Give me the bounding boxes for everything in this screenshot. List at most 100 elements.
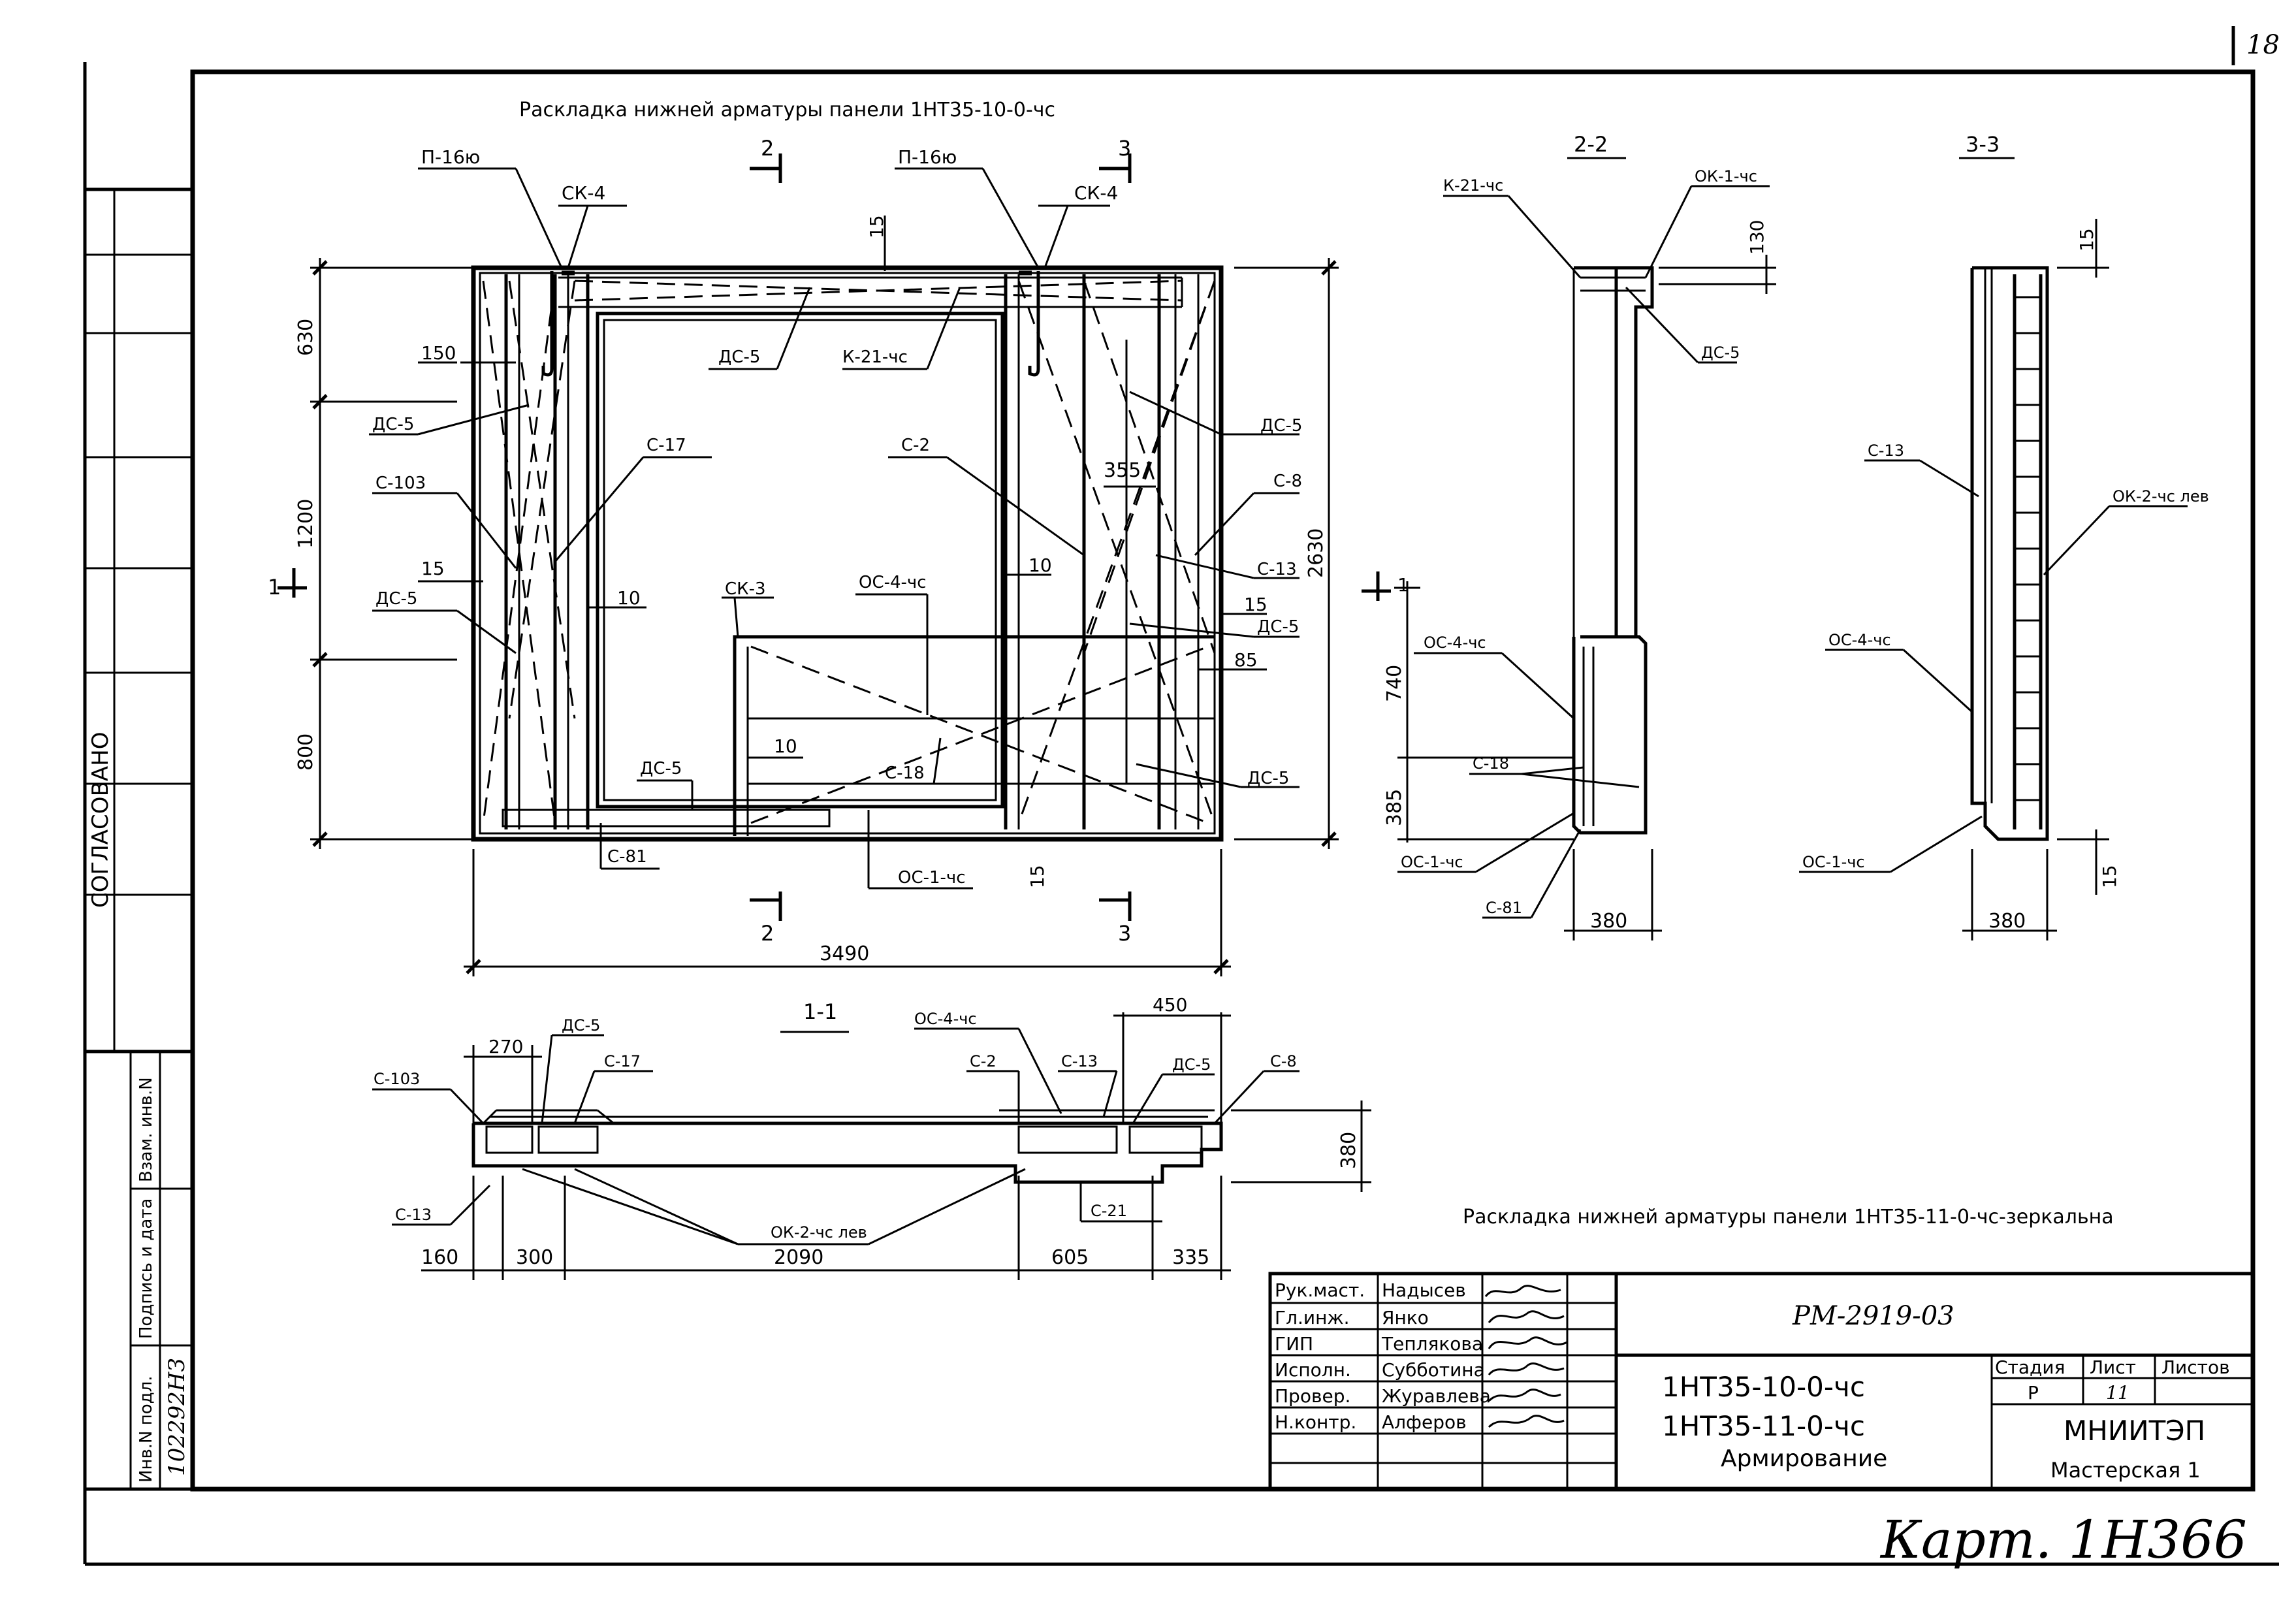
dim-15-left: 15 (421, 558, 445, 579)
s22-dim-385: 385 (1383, 789, 1406, 826)
role-5: Провер. (1275, 1385, 1350, 1407)
label-c2: С-2 (901, 436, 930, 455)
s22-label-ds5: ДС-5 (1701, 344, 1740, 362)
s22-label-k21: К-21-чс (1443, 176, 1503, 195)
dim-800: 800 (295, 733, 317, 771)
label-c17: С-17 (646, 436, 686, 455)
cut-2-bottom: 2 (761, 921, 774, 946)
title-block: Рук.маст. Гл.инж. ГИП Исполн. Провер. Н.… (1268, 1272, 2255, 1491)
role-6: Н.контр. (1275, 1411, 1356, 1433)
sheets-label: Листов (2161, 1357, 2230, 1378)
doc-title: Армирование (1721, 1445, 1887, 1472)
main-view-title: Раскладка нижней арматуры панели 1НТ35-1… (519, 99, 1055, 121)
s33-label-ok2: ОК-2-чс лев (2113, 487, 2209, 506)
approved-stamp: СОГЛАСОВАНО (88, 732, 114, 908)
workshop: Мастерская 1 (2050, 1458, 2201, 1483)
vzam-inv-label: Взам. инв.N (136, 1077, 156, 1182)
stage-label: Стадия (1995, 1357, 2065, 1378)
dim-15-right: 15 (1244, 594, 1268, 615)
s11-dim-300: 300 (516, 1246, 553, 1269)
section-1-1-outline (471, 1121, 1223, 1184)
label-sk4-left: СК-4 (562, 182, 605, 204)
s11-label-c103: С-103 (374, 1070, 420, 1088)
podpis-data-label: Подпись и дата (136, 1198, 156, 1339)
name-1: Надысев (1382, 1279, 1466, 1301)
section-3-3: 3-3 15 С-13 (1799, 132, 2209, 940)
s11-label-c2: С-2 (970, 1052, 997, 1070)
s11-label-c17: С-17 (604, 1052, 641, 1070)
label-k21: К-21-чс (842, 347, 908, 367)
s22-cut-1: 1 (1397, 574, 1409, 596)
sheet-corner-number: 18 (2246, 30, 2280, 60)
dim-630: 630 (295, 319, 317, 356)
section-2-2-lower (1572, 635, 1648, 835)
label-sk3: СК-3 (725, 579, 766, 599)
label-p16-left: П-16ю (421, 146, 480, 168)
label-ds5-right2: ДС-5 (1257, 617, 1299, 637)
label-c81: С-81 (607, 847, 647, 867)
name-3: Теплякова (1381, 1333, 1483, 1355)
s22-dim-380: 380 (1590, 910, 1627, 933)
signatures (1484, 1285, 1568, 1428)
role-2: Гл.инж. (1275, 1307, 1350, 1328)
dim-10-c: 10 (774, 735, 797, 757)
archive-note-handwritten: Карт. 1Н366 (1879, 1509, 2247, 1570)
s11-dim-270: 270 (488, 1036, 523, 1057)
dim-150: 150 (421, 342, 456, 364)
doc-code: РМ-2919-03 (1792, 1301, 1954, 1331)
s11-label-ok2: ОК-2-чс лев (771, 1223, 867, 1242)
stage-value: Р (2028, 1382, 2039, 1404)
product-2: 1НТ35-11-0-чс (1662, 1410, 1865, 1442)
mirror-note: Раскладка нижней арматуры панели 1НТ35-1… (1463, 1206, 2114, 1229)
label-sk4-right: СК-4 (1074, 182, 1118, 204)
inv-number-handwritten: 102292НЗ (164, 1358, 190, 1476)
cut-3-bottom: 3 (1118, 921, 1131, 946)
role-3: ГИП (1275, 1333, 1313, 1355)
cut-2-top: 2 (761, 136, 774, 161)
s33-label-c13: С-13 (1868, 442, 1904, 460)
s22-label-c81: С-81 (1486, 899, 1522, 917)
label-c8: С-8 (1273, 472, 1302, 491)
s11-dim-160: 160 (421, 1246, 458, 1269)
dim-3490: 3490 (820, 942, 869, 965)
section-3-3-outline (1970, 266, 2049, 841)
section-3-3-title: 3-3 (1966, 132, 2000, 157)
s11-dim-450: 450 (1153, 994, 1187, 1016)
s11-label-c8: С-8 (1270, 1052, 1297, 1070)
sheet-value: 11 (2106, 1382, 2129, 1404)
sheet-label: Лист (2090, 1357, 2136, 1378)
s22-label-oc1: ОС-1-чс (1401, 853, 1463, 871)
s33-dim-15-bottom: 15 (2099, 865, 2120, 888)
section-2-2-title: 2-2 (1574, 132, 1608, 157)
s11-dim-380: 380 (1337, 1132, 1360, 1169)
organization: МНИИТЭП (2064, 1415, 2205, 1447)
s22-dim-740: 740 (1383, 665, 1406, 702)
s33-label-oc4: ОС-4-чс (1828, 631, 1891, 649)
s11-dim-335: 335 (1172, 1246, 1209, 1269)
name-5: Журавлева (1382, 1385, 1491, 1407)
signature-1 (1484, 1285, 1561, 1297)
name-4: Субботина (1382, 1359, 1485, 1381)
dim-2630: 2630 (1305, 528, 1328, 578)
diagonal-bars (482, 280, 1216, 824)
s11-label-c21: С-21 (1091, 1202, 1127, 1220)
s11-label-c13: С-13 (1061, 1052, 1098, 1070)
label-ds5-bottom: ДС-5 (640, 759, 682, 779)
s33-dim-380: 380 (1988, 910, 2026, 933)
label-oc1: ОС-1-чс (898, 868, 966, 888)
signature-5 (1488, 1389, 1561, 1402)
s11-label-ds5-left: ДС-5 (562, 1016, 600, 1035)
s11-dim-605: 605 (1051, 1246, 1089, 1269)
signature-6 (1488, 1415, 1565, 1428)
product-1: 1НТ35-10-0-чс (1662, 1371, 1865, 1403)
dim-1200: 1200 (295, 499, 317, 549)
s22-label-ok1: ОК-1-чс (1695, 167, 1757, 185)
signature-2 (1488, 1310, 1565, 1323)
label-ds5-right3: ДС-5 (1247, 769, 1289, 788)
s11-label-oc4: ОС-4-чс (914, 1010, 977, 1028)
role-1: Рук.маст. (1275, 1279, 1365, 1301)
dim-10-a: 10 (617, 587, 641, 609)
s11-label-c13b: С-13 (395, 1206, 432, 1224)
label-c18: С-18 (885, 763, 925, 783)
